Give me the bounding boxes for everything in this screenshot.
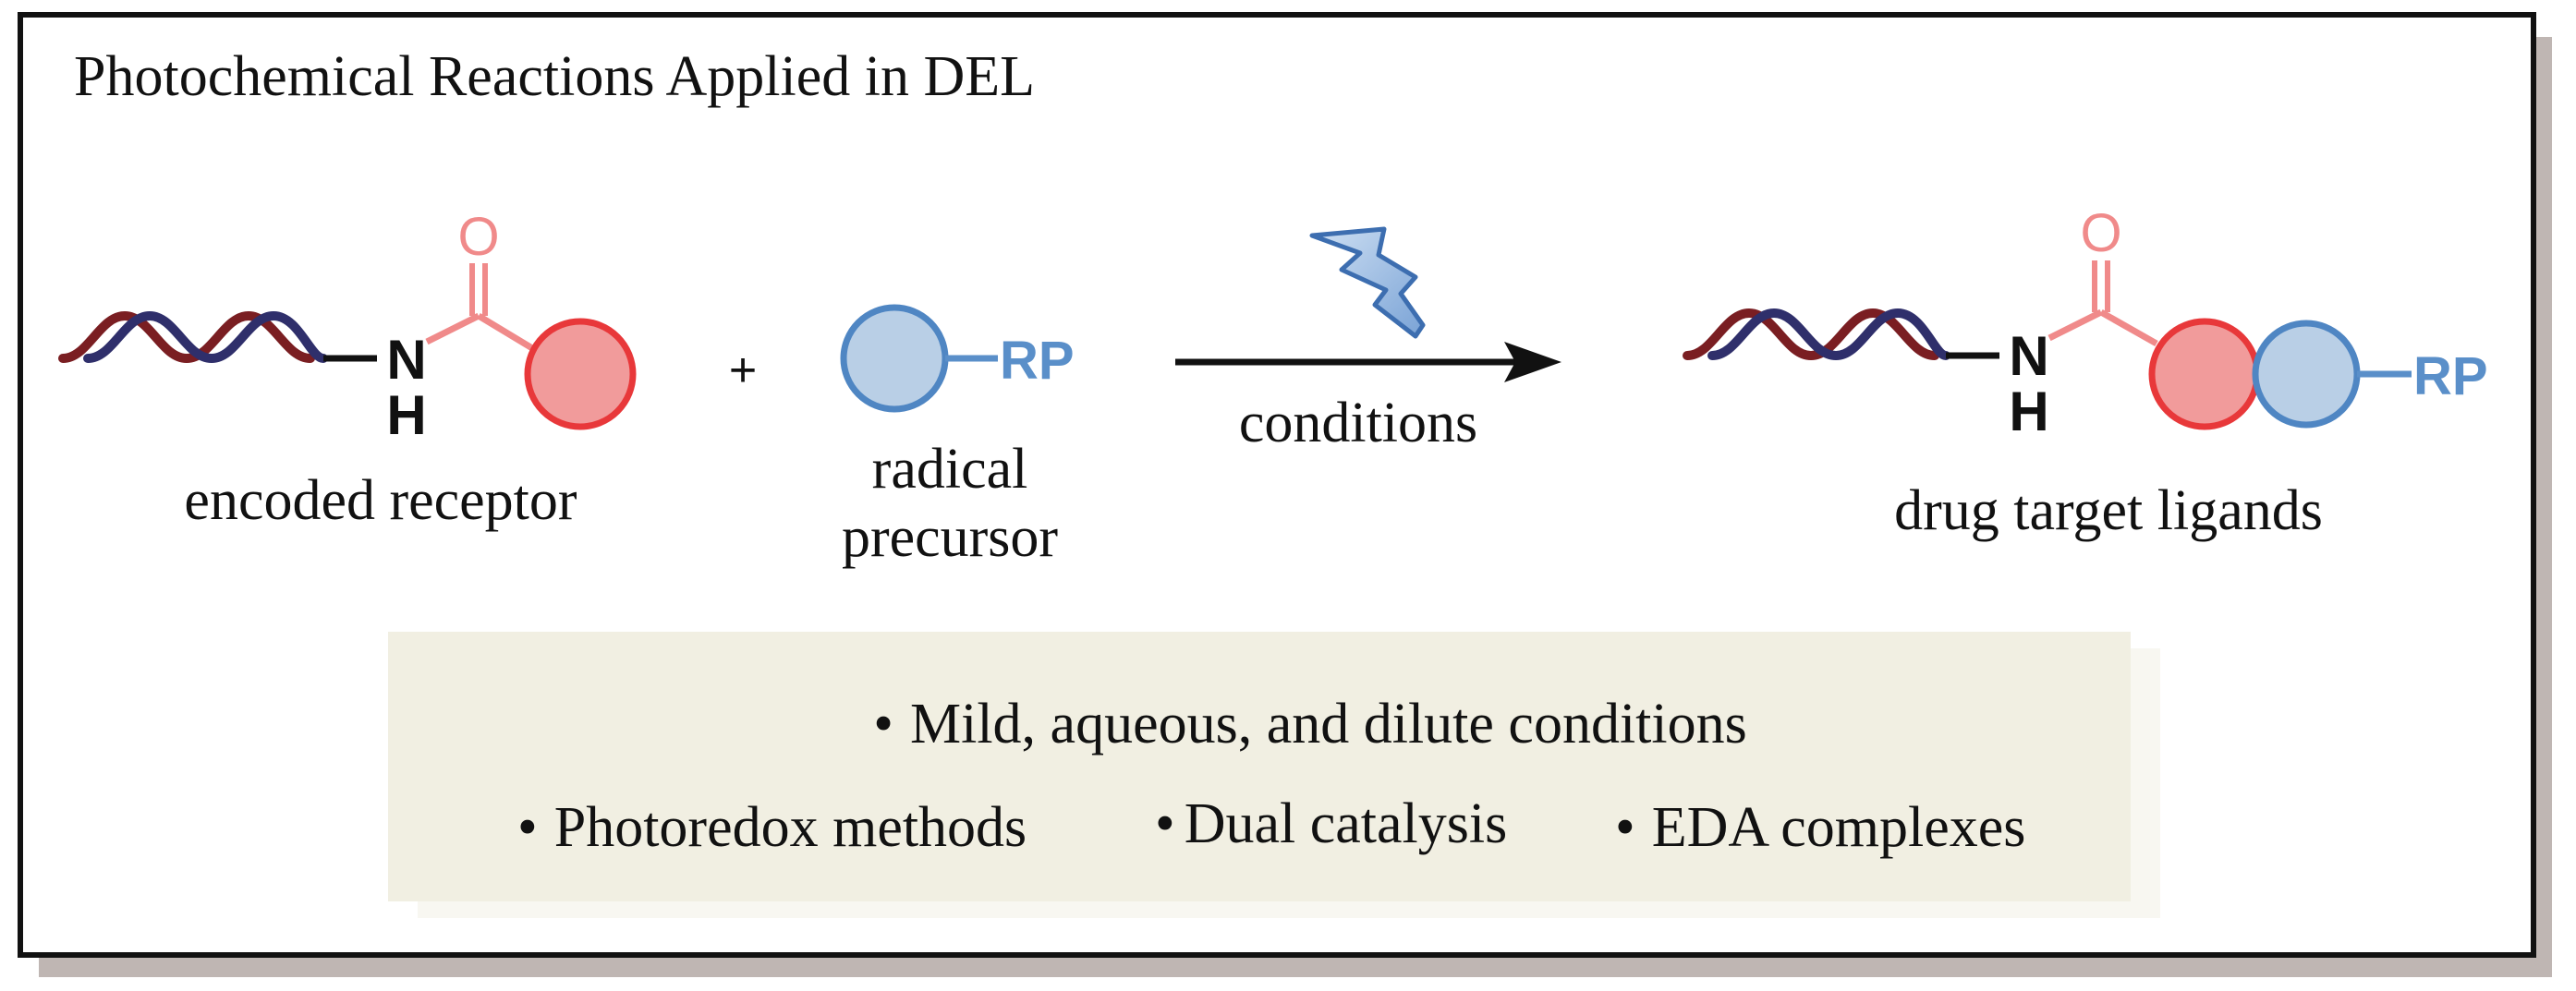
reactant2-caption-line1: radical xyxy=(872,438,1028,501)
n-to-carbonyl-bond xyxy=(425,312,480,345)
product-amide-h: H xyxy=(2009,381,2048,442)
feature-photoredox: •Photoredox methods xyxy=(517,796,1027,859)
product-amide-n: N xyxy=(2009,325,2048,387)
features-box xyxy=(388,632,2131,901)
rp-label: RP xyxy=(1000,331,1075,391)
product-rp-label: RP xyxy=(2413,346,2488,406)
product-carbonyl-to-ring-bond xyxy=(2099,308,2158,347)
feature-eda-complexes: •EDA complexes xyxy=(1615,796,2025,859)
plus-sign: + xyxy=(729,344,757,397)
product-blue-circle xyxy=(2252,320,2361,429)
bullet: • xyxy=(1615,796,1635,859)
bullet: • xyxy=(517,796,538,859)
product-n-to-carbonyl-bond xyxy=(2047,308,2103,342)
bullet: • xyxy=(873,693,893,755)
bullet: • xyxy=(1155,792,1175,855)
reactant2-caption-line2: precursor xyxy=(842,506,1058,569)
dna-helix-product xyxy=(1683,308,1950,361)
feature-dual-catalysis: •Dual catalysis xyxy=(1155,792,1507,855)
reactant1-caption: encoded receptor xyxy=(184,469,577,532)
lightning-bolt-icon xyxy=(1309,226,1426,339)
reaction-arrow-head xyxy=(1504,342,1561,382)
carbonyl-to-ring-bond xyxy=(477,313,534,351)
feature-line-1: • Mild, aqueous, and dilute conditions xyxy=(873,693,1747,755)
red-building-block-circle xyxy=(524,318,637,430)
arrow-conditions-label: conditions xyxy=(1239,392,1477,454)
amide-n: N xyxy=(386,329,426,391)
amide-h: H xyxy=(386,384,426,446)
dna-helix-reactant xyxy=(58,310,328,364)
product-carbonyl-oxygen: O xyxy=(2080,203,2121,263)
figure-title: Photochemical Reactions Applied in DEL xyxy=(74,45,1035,108)
carbonyl-oxygen: O xyxy=(457,207,499,267)
feature-mild-aqueous-dilute: Mild, aqueous, and dilute conditions xyxy=(910,693,1747,755)
blue-radical-circle xyxy=(840,304,949,413)
product-red-circle xyxy=(2148,318,2261,430)
product-caption: drug target ligands xyxy=(1894,479,2323,542)
